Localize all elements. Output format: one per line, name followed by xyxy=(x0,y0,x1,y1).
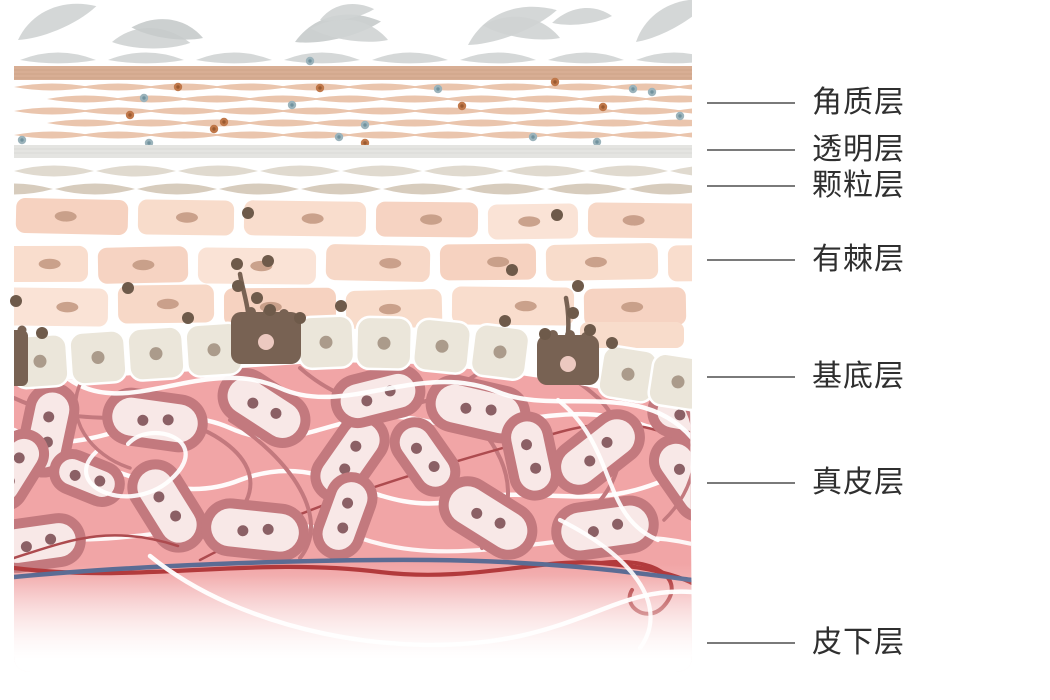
dermis-content xyxy=(14,362,692,672)
basal-cell xyxy=(412,317,472,375)
stratum-basale-layer xyxy=(14,314,692,412)
basal-cell xyxy=(354,315,414,371)
keratinocyte-cell xyxy=(97,246,189,284)
keratinocyte-cell xyxy=(667,244,692,282)
basal-cell xyxy=(469,323,531,381)
fibroblast-cell xyxy=(648,433,692,523)
fibroblast-cell xyxy=(14,428,50,512)
fibroblast-cell xyxy=(127,459,207,553)
stratum-spinosum-layer xyxy=(14,197,692,348)
stratum-granulosum-layer xyxy=(14,165,692,195)
dermis-fibers-over xyxy=(14,362,692,560)
fibroblast-cell xyxy=(102,387,208,453)
fibroblast-cells xyxy=(14,363,692,573)
keratinocyte-cell xyxy=(137,199,235,236)
fibroblast-cell xyxy=(217,368,311,448)
fibroblast-cell xyxy=(312,472,378,560)
basal-cell xyxy=(296,314,356,371)
subcutis-fade xyxy=(14,555,692,672)
keratinocyte-cell xyxy=(243,200,367,237)
fibroblast-cell xyxy=(501,411,561,501)
stratum-corneum-layer xyxy=(14,66,692,139)
fibroblast-cell xyxy=(310,412,390,504)
corneum-particles xyxy=(17,56,685,148)
keratinocyte-cell xyxy=(487,203,579,240)
keratinocyte-cell xyxy=(325,244,431,282)
basal-cell xyxy=(126,325,186,382)
desquamating-flakes xyxy=(18,0,692,64)
keratinocyte-cell xyxy=(375,201,479,238)
keratinocyte-cell xyxy=(14,245,89,283)
fibroblast-cell xyxy=(438,476,538,560)
keratinocyte-cell xyxy=(583,287,687,327)
fibroblast-cell xyxy=(389,417,461,497)
keratinocyte-cell xyxy=(580,322,684,348)
basal-cell xyxy=(68,329,128,386)
melanocyte-cell xyxy=(14,325,28,386)
keratinocyte-cell xyxy=(545,243,659,281)
stratum-lucidum-layer xyxy=(14,145,692,158)
melanin-granules xyxy=(10,207,618,349)
keratinocyte-cell xyxy=(14,287,109,327)
dermis-layer xyxy=(14,362,692,672)
keratinocyte-cell xyxy=(587,202,692,239)
keratinocyte-cell xyxy=(197,247,317,285)
melanocyte-cell xyxy=(537,295,599,385)
keratinocyte-cell xyxy=(15,197,129,236)
fibroblast-cell xyxy=(201,498,309,562)
keratinocyte-cell xyxy=(451,286,575,326)
basal-cell xyxy=(647,352,692,412)
keratinocyte-cell xyxy=(439,243,537,281)
